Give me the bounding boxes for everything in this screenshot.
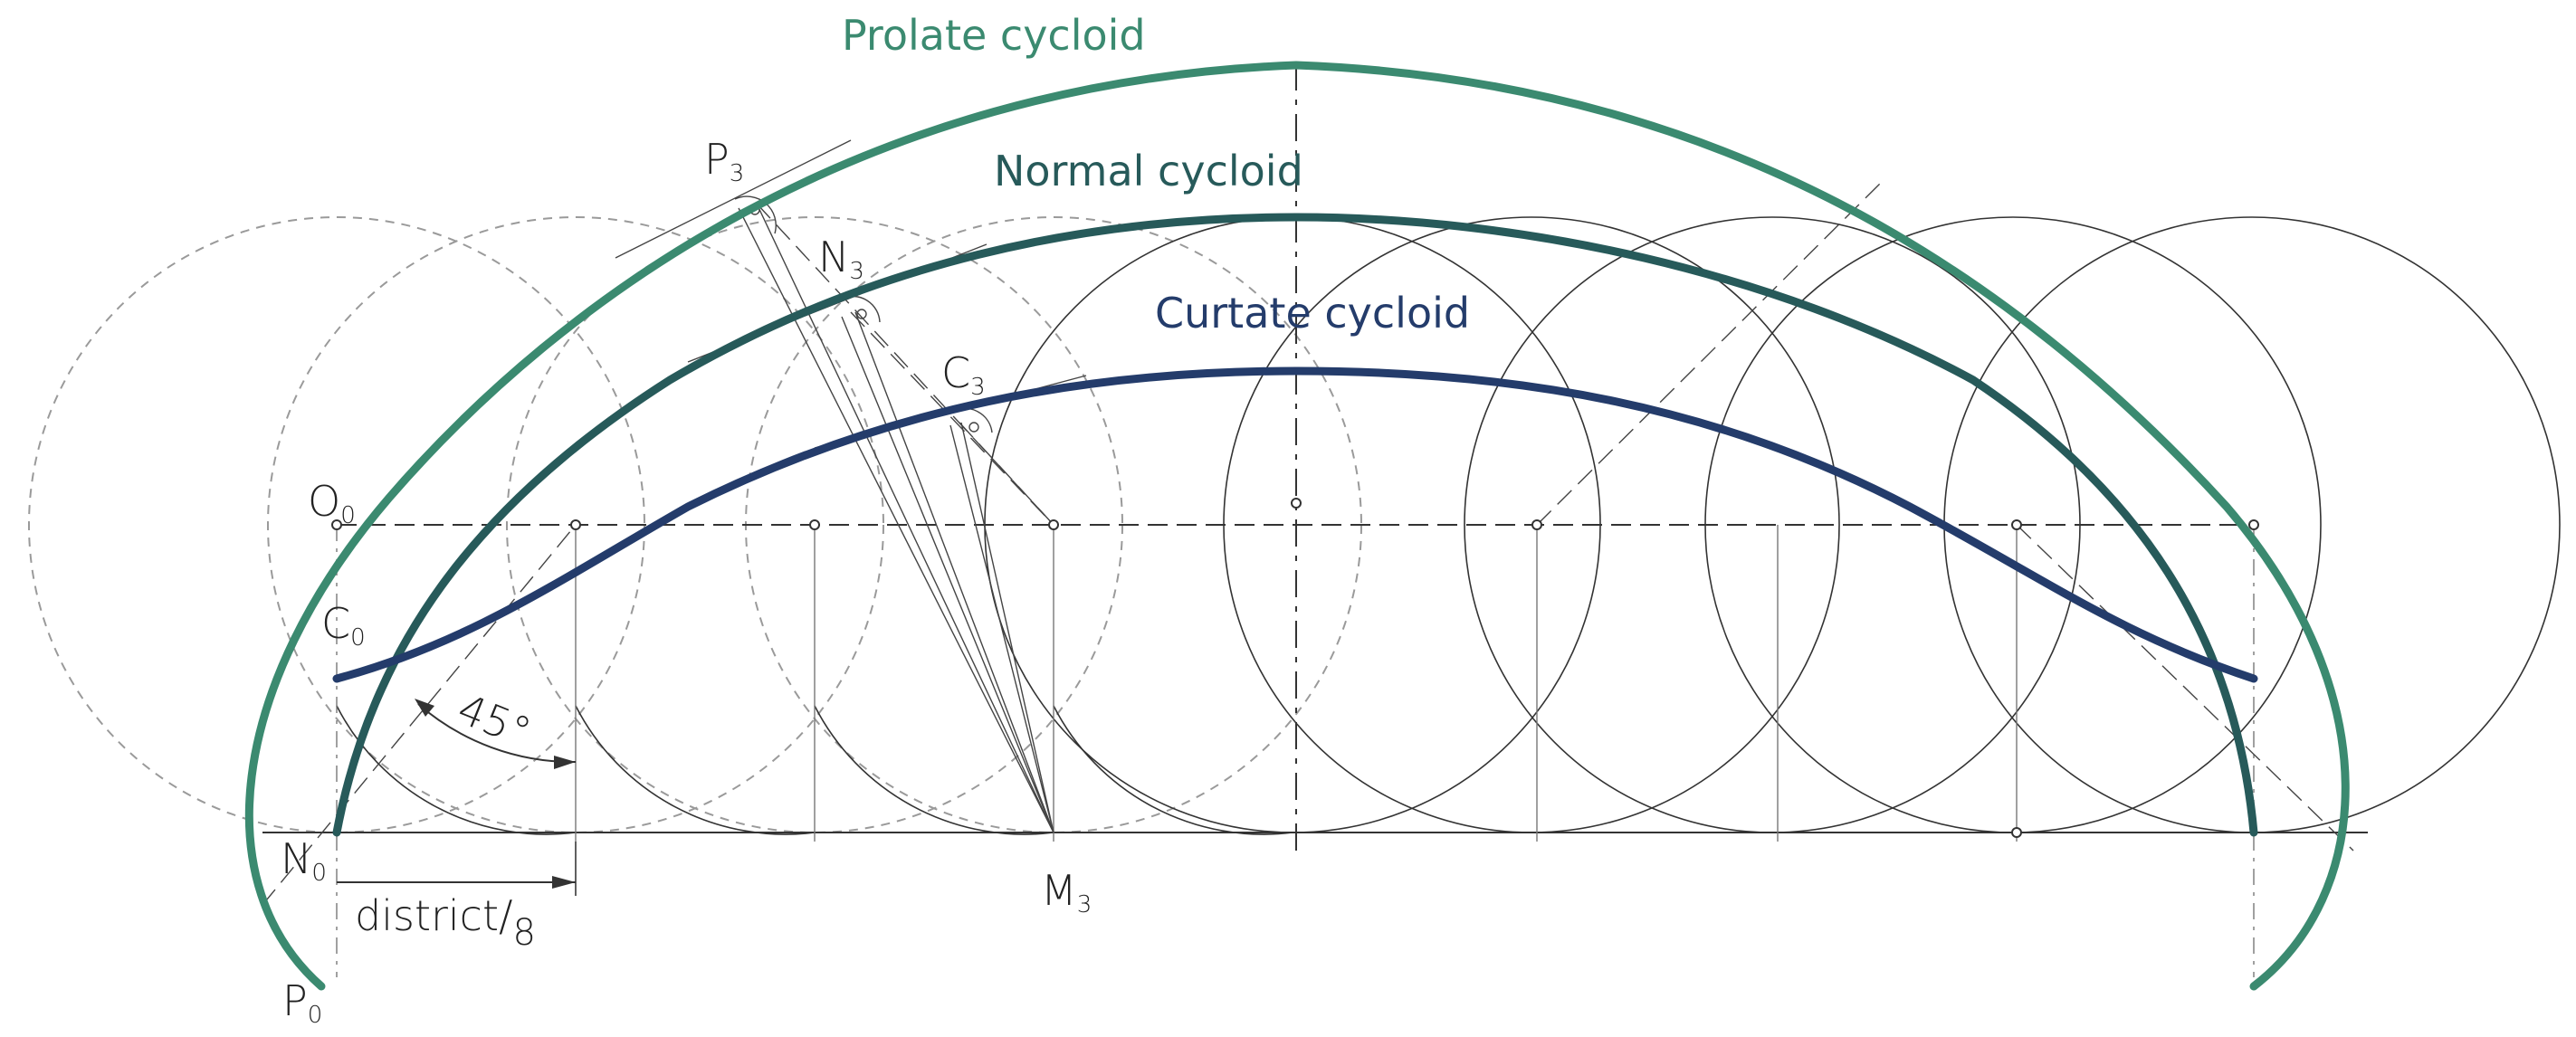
point-label-p0: P0 — [282, 976, 322, 1029]
ray-m3-c3 — [949, 424, 1054, 833]
center-pt-5 — [1531, 519, 1542, 530]
point-label-n0: N0 — [281, 834, 327, 887]
ray-m3-n3 — [841, 316, 1054, 833]
point-label-c0: C0 — [321, 599, 366, 652]
center-pt-1 — [570, 519, 581, 530]
distance-arrow — [552, 876, 576, 889]
vertical-guides — [336, 525, 2255, 977]
ray-m3-n3b — [854, 311, 1054, 833]
center-pt-8 — [2248, 519, 2259, 530]
base-arc-4 — [1053, 705, 1293, 835]
point-label-p3: P3 — [704, 135, 744, 187]
normal-cycloid-curve — [332, 213, 2258, 837]
radius-c3 — [959, 422, 1054, 526]
dot-n3 — [856, 309, 867, 319]
point-label-o0: O0 — [308, 477, 356, 529]
ray-m3-c3b — [960, 422, 1054, 833]
point-label-n3: N3 — [818, 233, 864, 285]
normal-label: Normal cycloid — [994, 147, 1303, 195]
angle-arrow-start — [415, 699, 434, 717]
prolate-cycloid-curve — [244, 61, 2350, 991]
point-label-c3: C3 — [941, 348, 986, 401]
center-pt-4 — [1291, 498, 1302, 509]
base-arc-2 — [575, 705, 816, 835]
base-arc-3 — [814, 705, 1054, 835]
angle-arrow-end — [554, 756, 576, 769]
center-pt-0 — [331, 519, 342, 530]
center-pt-2 — [809, 519, 820, 530]
tangent-p3 — [615, 139, 852, 259]
diag-right — [1536, 180, 1884, 526]
diag-right2 — [2016, 524, 2354, 851]
rolling-circle-1 — [267, 216, 884, 833]
base-pt-7 — [2011, 827, 2022, 838]
ray-m3-p3b — [756, 203, 1054, 833]
distance-label: district/8 — [355, 891, 536, 954]
diag-left — [262, 524, 577, 906]
point-label-m3: M3 — [1041, 866, 1092, 918]
angle-label: 45° — [451, 684, 538, 757]
curtate-label: Curtate cycloid — [1155, 289, 1470, 338]
prolate-label: Prolate cycloid — [842, 11, 1146, 60]
curtate-cycloid-curve — [332, 366, 2258, 683]
dot-c3 — [968, 422, 979, 433]
radius-n3 — [850, 311, 1054, 526]
center-pt-7 — [2011, 519, 2022, 530]
base-arcs — [336, 705, 1293, 835]
center-points — [331, 498, 2259, 838]
center-pt-3 — [1048, 519, 1059, 530]
ray-m3-p3 — [738, 207, 1054, 833]
